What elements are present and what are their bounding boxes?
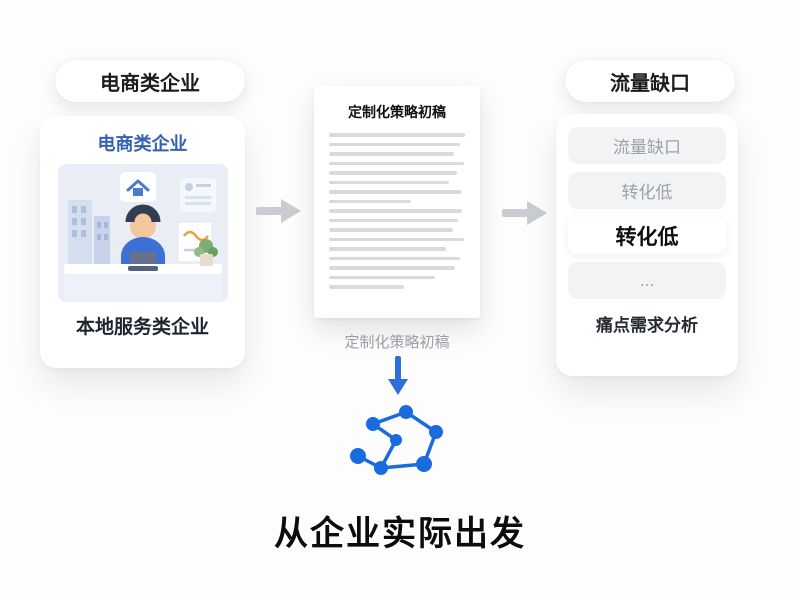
right-pill-label: 流量缺口 [610, 72, 690, 95]
office-illustration [57, 164, 228, 302]
arrow-right-icon [502, 201, 547, 225]
arrow-down-icon [388, 356, 408, 395]
pain-item: 流量缺口 [568, 127, 726, 164]
enterprise-card-caption: 本地服务类企业 [75, 317, 209, 338]
strategy-document-title: 定制化策略初稿 [348, 104, 446, 120]
strategy-document: 定制化策略初稿 [314, 86, 480, 318]
left-pill-label: 电商类企业 [100, 72, 200, 95]
doc-body-lines [329, 133, 465, 289]
network-graph-icon [350, 405, 443, 475]
headline: 从企业实际出发 [274, 515, 526, 553]
pain-points-card: 流量缺口 转化低 转化低 ... 痛点需求分析 [556, 114, 738, 376]
left-category-pill: 电商类企业 [55, 60, 245, 102]
strategy-document-caption: 定制化策略初稿 [344, 334, 450, 351]
pain-item-highlighted: 转化低 [568, 217, 726, 254]
enterprise-card-title: 电商类企业 [97, 134, 188, 154]
pain-item: 转化低 [568, 172, 726, 209]
pain-points-caption: 痛点需求分析 [596, 316, 698, 335]
arrow-right-icon [256, 199, 301, 223]
pain-item-ellipsis: ... [568, 262, 726, 299]
right-category-pill: 流量缺口 [565, 60, 735, 102]
enterprise-card: 电商类企业 [40, 116, 245, 368]
